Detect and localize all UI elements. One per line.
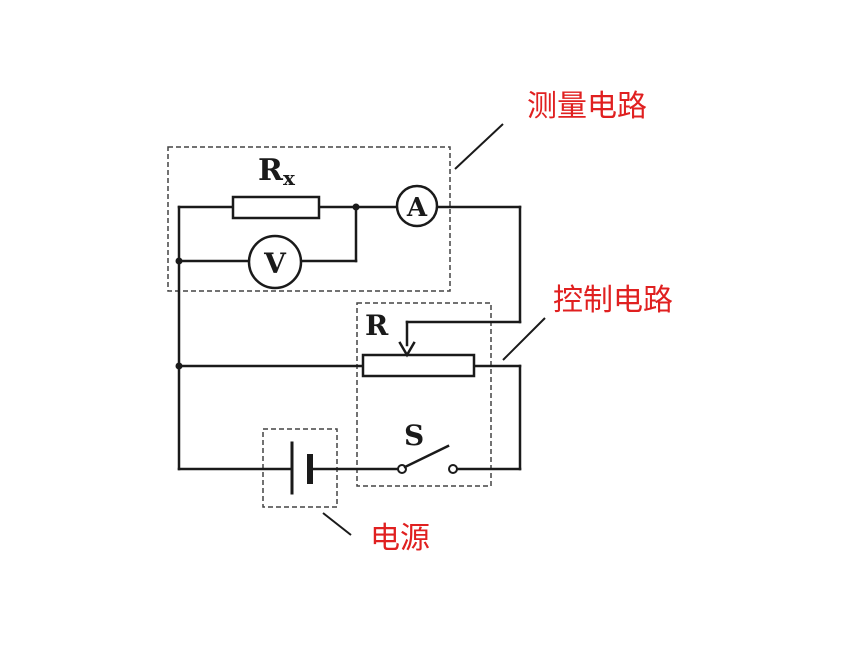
junction-dot (175, 362, 183, 370)
rheostat (361, 353, 476, 378)
junction-dot (352, 203, 360, 211)
voltmeter-label: V (263, 247, 287, 280)
rheostat-label: R (365, 309, 389, 342)
resistor-rx-label: Rx (258, 153, 296, 190)
measurement-circuit-label: 测量电路 (527, 89, 647, 124)
circuit-wires (177, 205, 522, 471)
resistor-rx (231, 195, 321, 220)
switch-blade (403, 444, 450, 469)
ammeter-label: A (406, 193, 428, 223)
ammeter (395, 184, 439, 228)
power-leader-line (322, 512, 352, 536)
resistor-rx-letter: R (258, 153, 284, 188)
switch-right-contact (448, 464, 458, 474)
measurement-leader-line (454, 123, 504, 170)
switch-label: S (404, 419, 424, 452)
measurement-circuit-box (167, 146, 451, 292)
rheostat-slider-arrow (398, 341, 416, 358)
control-leader-line (502, 317, 546, 361)
control-circuit-label: 控制电路 (553, 283, 673, 318)
junction-dot (175, 257, 183, 265)
resistor-rx-subscript: x (283, 166, 296, 190)
voltmeter (247, 234, 303, 290)
power-source-label: 电源 (370, 521, 430, 556)
control-circuit-box (356, 302, 492, 487)
